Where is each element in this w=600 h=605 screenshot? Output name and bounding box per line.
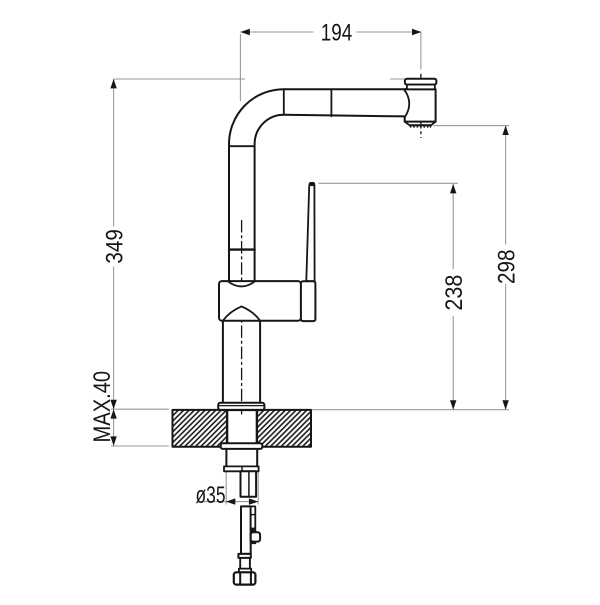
svg-text:238: 238 bbox=[441, 275, 468, 311]
svg-text:298: 298 bbox=[493, 249, 520, 284]
svg-text:MAX.40: MAX.40 bbox=[89, 371, 116, 443]
svg-text:194: 194 bbox=[321, 19, 353, 46]
svg-text:349: 349 bbox=[102, 229, 129, 264]
svg-text:ø35: ø35 bbox=[196, 482, 226, 509]
